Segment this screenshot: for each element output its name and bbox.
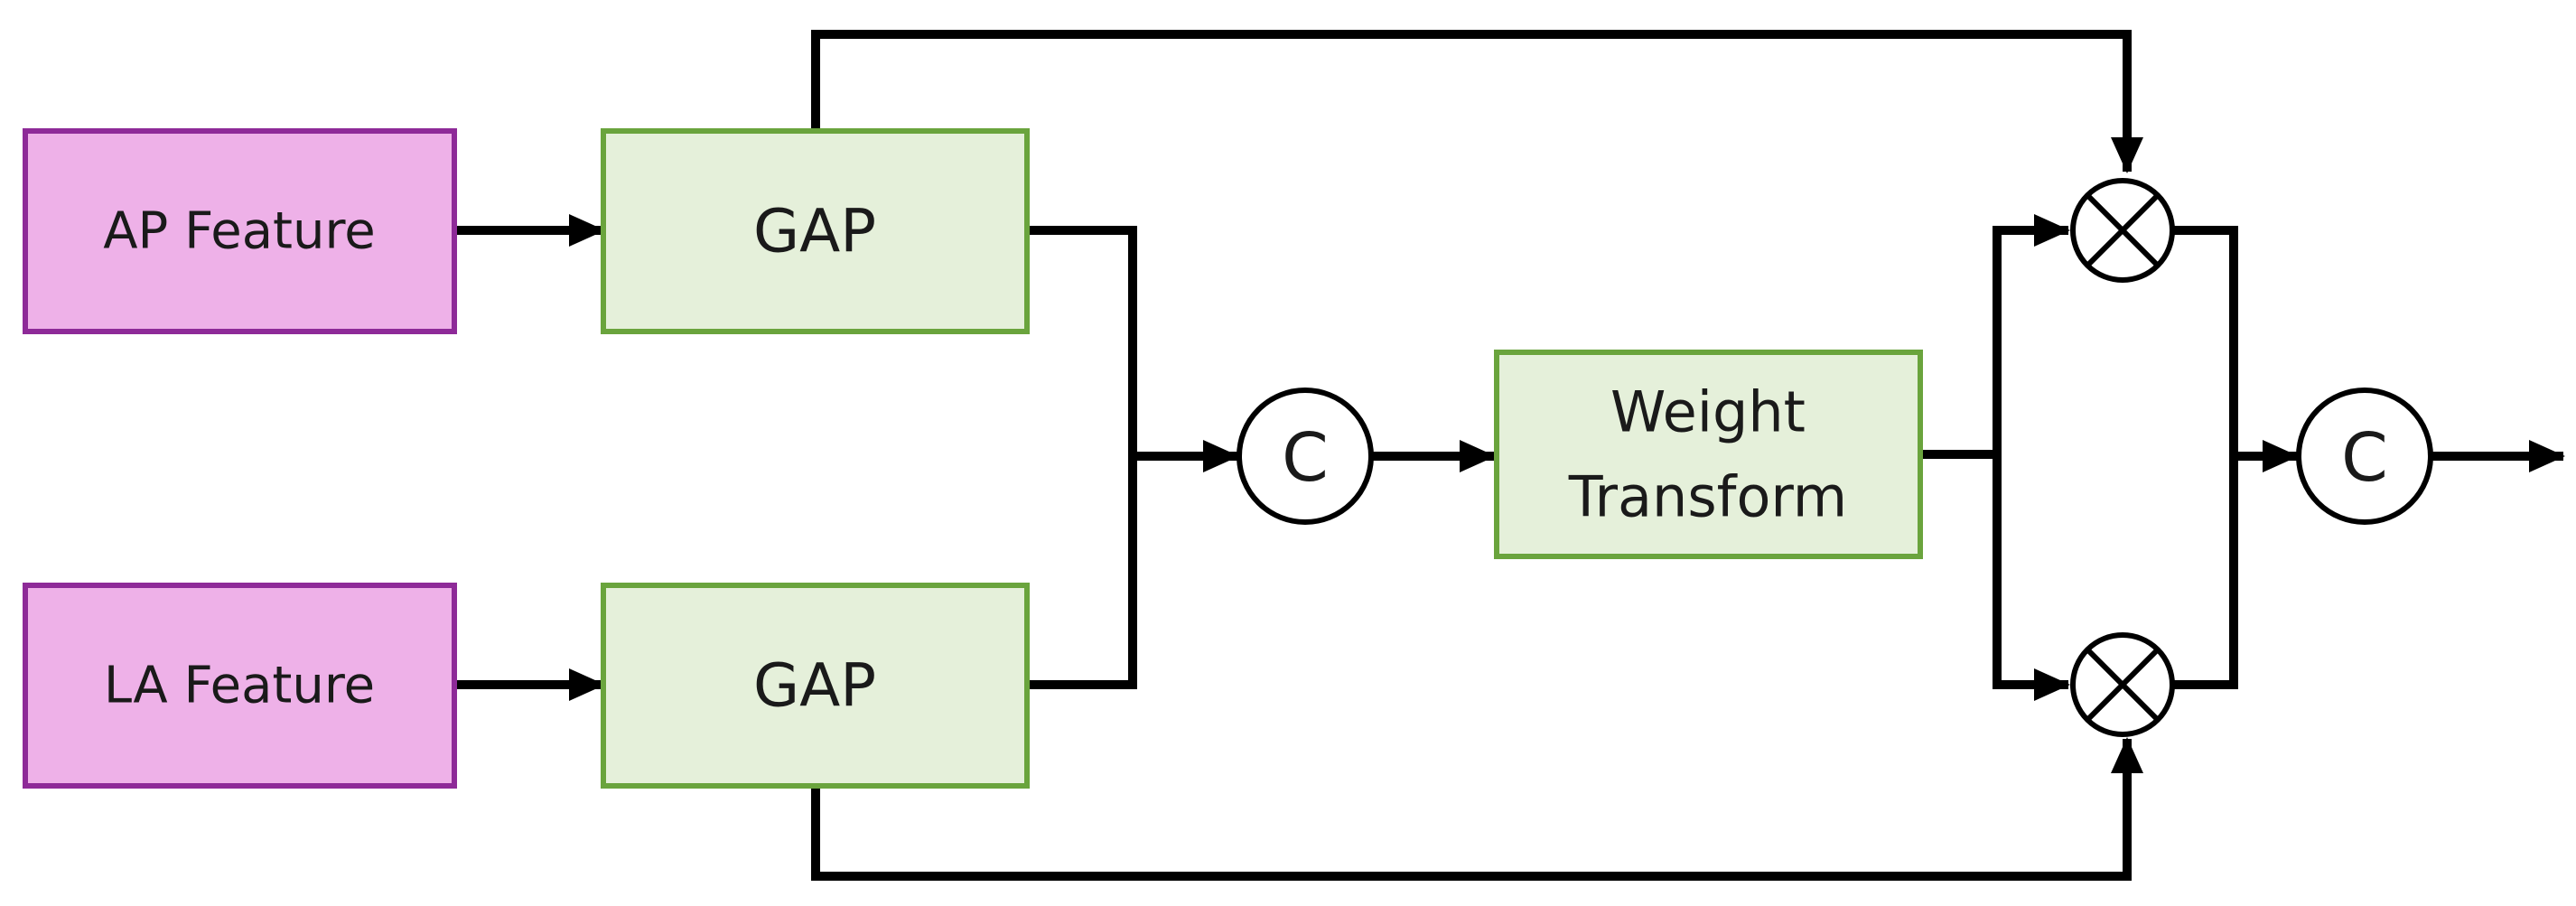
arrow-split-to-mult-bottom [1993, 456, 2070, 701]
multiply-icon-top [2085, 192, 2161, 268]
gap-top-box [601, 128, 1030, 334]
gap-top-label: GAP [753, 197, 876, 266]
la-feature-label: LA Feature [104, 657, 375, 715]
gap-bottom-box [601, 583, 1030, 789]
concat-circle-2 [2296, 388, 2433, 525]
concat-label-1: C [1282, 419, 1329, 497]
concat-node-2: C [2296, 388, 2433, 525]
concat-node-1: C [1237, 388, 1374, 525]
la-feature-box [23, 583, 457, 789]
ap-feature-label: AP Feature [103, 202, 376, 261]
weight-transform-label-line2: Transform [1568, 464, 1847, 530]
multiply-node-top [2070, 178, 2175, 283]
weight-transform-label-line1: Weight [1610, 379, 1806, 445]
connectors [456, 30, 2565, 881]
concat-circle-1 [1237, 388, 1374, 525]
line-gap-top-to-merge [1027, 226, 1137, 689]
gap-bottom-node: GAP [601, 583, 1030, 789]
weight-transform-node: Weight Transform [1494, 350, 1923, 559]
ap-feature-box [23, 128, 457, 334]
skip-top-gap-to-mult-top [811, 30, 2143, 173]
arrow-split-to-mult-top [1993, 214, 2070, 456]
multiply-node-bottom [2070, 632, 2175, 737]
ap-feature-node: AP Feature [23, 128, 457, 334]
la-feature-node: LA Feature [23, 583, 457, 789]
gap-top-node: GAP [601, 128, 1030, 334]
gap-bottom-label: GAP [753, 651, 876, 721]
skip-bottom-gap-to-mult-bottom [811, 737, 2143, 881]
weight-transform-box [1494, 350, 1923, 559]
line-mult-outputs-merge [2172, 226, 2238, 689]
concat-label-2: C [2341, 419, 2388, 497]
multiply-icon-bottom [2085, 647, 2161, 723]
